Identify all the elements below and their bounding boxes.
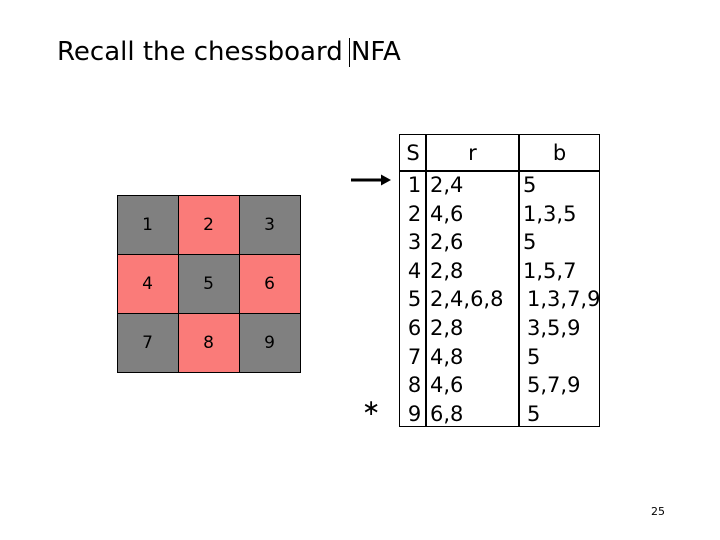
cell-state: 3 (407, 230, 422, 255)
cell-r: 2,8 (430, 258, 464, 283)
cell-state: 4 (407, 258, 422, 283)
accepting-state-star-icon: ∗ (362, 396, 381, 421)
cell-state: 2 (407, 201, 422, 226)
page-number: 25 (651, 505, 665, 518)
board-cell-label: 7 (142, 333, 153, 354)
cell-b: 5 (527, 401, 541, 426)
table-header-state: S (406, 141, 420, 165)
table-row: 5 2,4,6,8 1,3,7,9 (400, 285, 601, 314)
board-cell-label: 4 (142, 273, 153, 294)
table-row: 4 2,8 1,5,7 (400, 257, 599, 286)
cell-b: 1,5,7 (523, 258, 577, 283)
cell-state: 7 (407, 344, 422, 369)
table-row: 6 2,8 3,5,9 (400, 314, 599, 343)
cell-state: 5 (407, 287, 422, 312)
cell-b: 5,7,9 (527, 373, 581, 398)
table-vertical-rule-1 (425, 135, 427, 426)
table-row: 2 4,6 1,3,5 (400, 200, 599, 229)
cell-b: 5 (523, 173, 537, 197)
cell-r: 4,6 (430, 373, 464, 398)
cell-r: 4,8 (430, 344, 464, 369)
table-header-r: r (468, 141, 477, 165)
board-cell-4: 4 (116, 253, 179, 315)
cell-r: 2,8 (430, 316, 464, 340)
board-cell-label: 1 (142, 214, 153, 235)
table-row: 7 4,8 5 (400, 343, 599, 372)
table-row: 1 2,4 5 (400, 171, 599, 200)
cell-b: 5 (527, 344, 541, 369)
board-cell-label: 3 (264, 214, 275, 235)
board-cell-2: 2 (177, 194, 240, 255)
board-cell-8: 8 (177, 313, 240, 374)
cell-r: 2,4,6,8 (430, 287, 504, 312)
cell-state: 9 (407, 401, 422, 426)
board-cell-3: 3 (238, 194, 301, 255)
table-header-b: b (552, 141, 567, 165)
board-cell-label: 2 (203, 214, 214, 235)
board-cell-7: 7 (116, 313, 179, 374)
title-textbox-caret (349, 38, 350, 67)
cell-b: 3,5,9 (527, 316, 581, 340)
cell-r: 4,6 (430, 201, 464, 226)
cell-b: 5 (523, 230, 537, 255)
cell-r: 6,8 (430, 401, 464, 426)
table-vertical-rule-2 (518, 135, 520, 426)
cell-b: 1,3,5 (523, 201, 577, 226)
board-cell-1: 1 (116, 194, 179, 255)
board-cell-5: 5 (177, 253, 240, 315)
cell-r: 2,4 (430, 173, 464, 197)
board-cell-9: 9 (238, 313, 301, 374)
board-cell-6: 6 (238, 253, 301, 315)
transition-table: S r b 1 2,4 5 2 4,6 1,3,5 3 2,6 5 4 2,8 … (399, 134, 600, 427)
chessboard-grid: 1 2 3 4 5 6 7 8 9 (116, 194, 301, 374)
cell-b: 1,3,7,9 (527, 287, 601, 312)
page-title: Recall the chessboard NFA (57, 37, 401, 67)
start-state-arrow-icon (351, 172, 391, 188)
board-cell-label: 6 (264, 273, 275, 294)
board-cell-label: 8 (203, 333, 214, 354)
table-header-rule (400, 170, 599, 172)
board-cell-label: 9 (264, 333, 275, 354)
board-cell-label: 5 (203, 273, 214, 294)
table-row: 9 6,8 5 (400, 400, 599, 429)
table-row: 3 2,6 5 (400, 228, 599, 257)
table-row: 8 4,6 5,7,9 (400, 371, 599, 400)
cell-state: 1 (407, 173, 422, 197)
cell-r: 2,6 (430, 230, 464, 255)
cell-state: 6 (407, 316, 422, 340)
cell-state: 8 (407, 373, 422, 398)
